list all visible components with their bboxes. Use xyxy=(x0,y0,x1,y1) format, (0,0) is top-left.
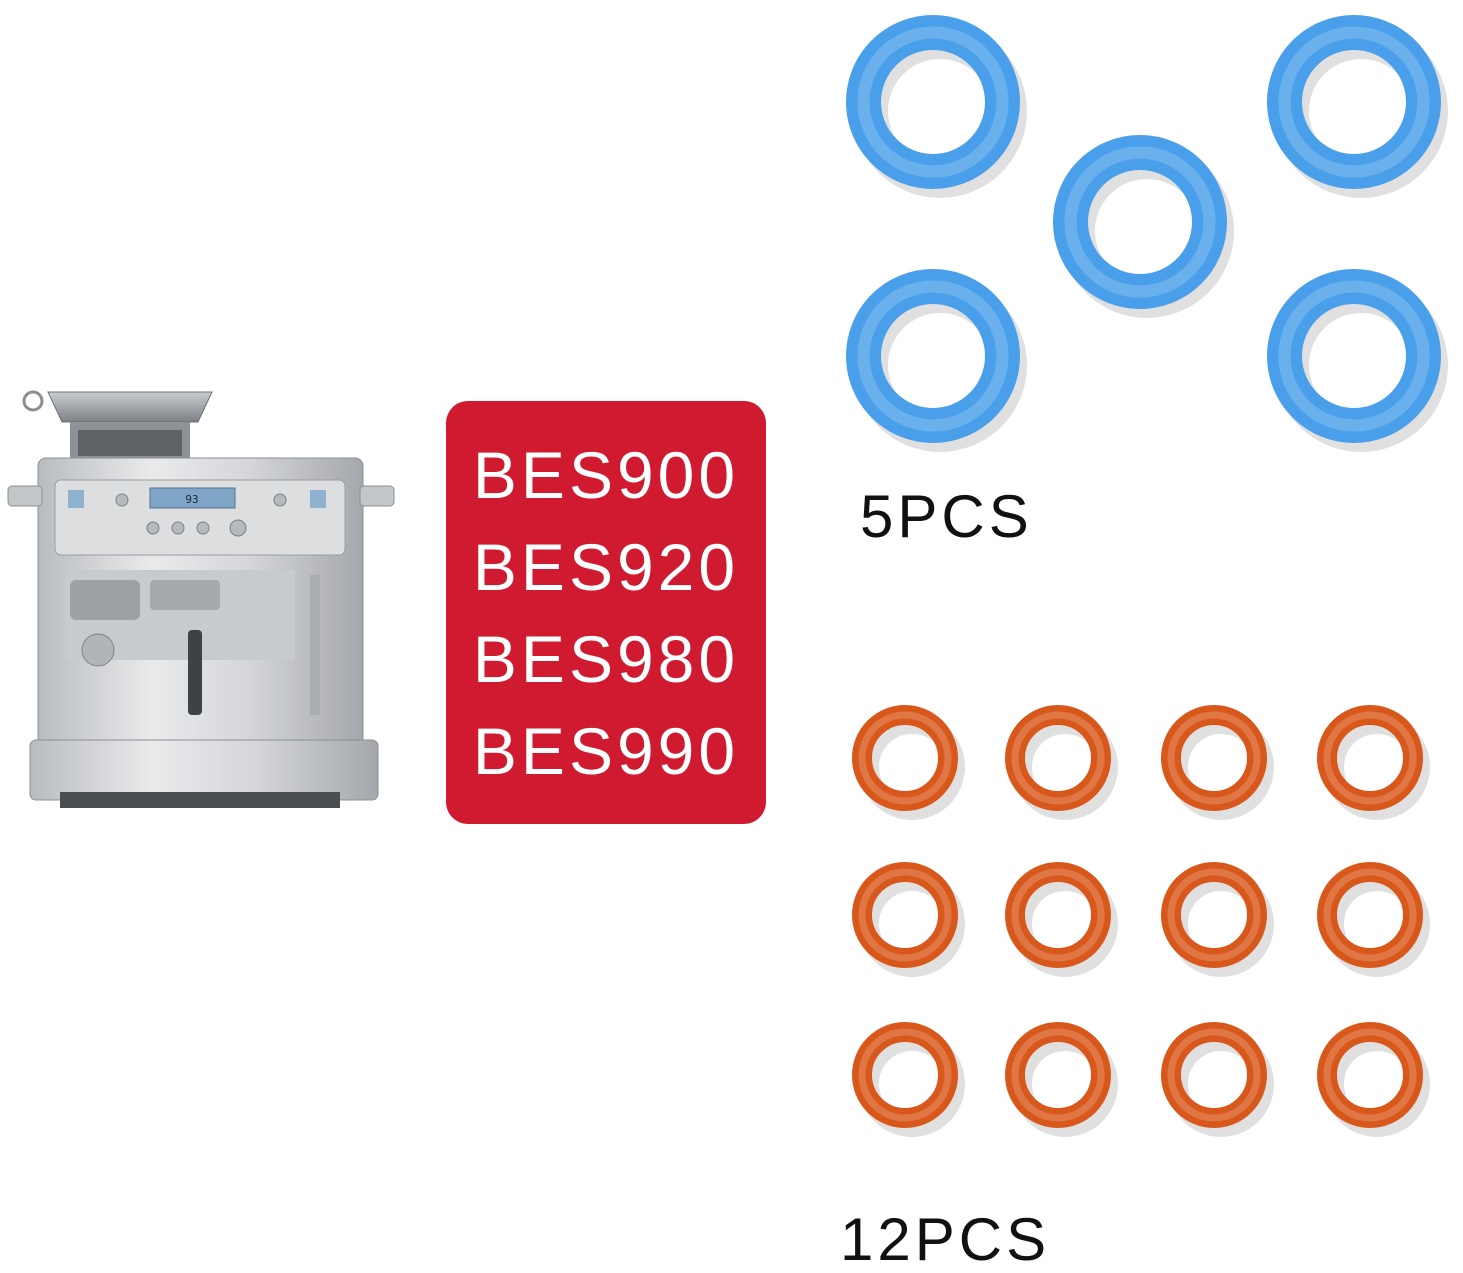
orange-seal-ring xyxy=(1161,705,1274,820)
model-item: BES980 xyxy=(472,621,740,696)
orange-seal-ring xyxy=(1005,1022,1118,1137)
orange-seal-ring xyxy=(852,1022,965,1137)
orange-seal-ring xyxy=(1317,862,1430,977)
blue-seal-ring xyxy=(1053,135,1234,318)
orange-seal-ring xyxy=(1005,862,1118,977)
orange-seal-ring xyxy=(1317,705,1430,820)
model-item: BES920 xyxy=(472,529,740,604)
blue-seal-ring xyxy=(846,269,1027,452)
blue-seal-ring xyxy=(1267,15,1448,198)
espresso-machine-icon: 93 xyxy=(7,390,395,808)
blue-seal-ring xyxy=(1267,269,1448,452)
orange-seal-ring xyxy=(852,705,965,820)
orange-seal-ring xyxy=(1005,705,1118,820)
model-item: BES900 xyxy=(472,437,740,512)
blue-seal-ring xyxy=(846,15,1027,198)
model-item: BES990 xyxy=(472,713,740,788)
blue-seal-quantity-label: 5PCS xyxy=(860,483,1033,550)
orange-seal-quantity-label: 12PCS xyxy=(840,1206,1051,1273)
model-compatibility-card: BES900 BES920 BES980 BES990 xyxy=(446,401,766,824)
orange-seal-ring xyxy=(1161,862,1274,977)
orange-seal-ring xyxy=(852,862,965,977)
display-reading: 93 xyxy=(185,493,198,506)
orange-seal-ring xyxy=(1161,1022,1274,1137)
orange-seal-ring xyxy=(1317,1022,1430,1137)
